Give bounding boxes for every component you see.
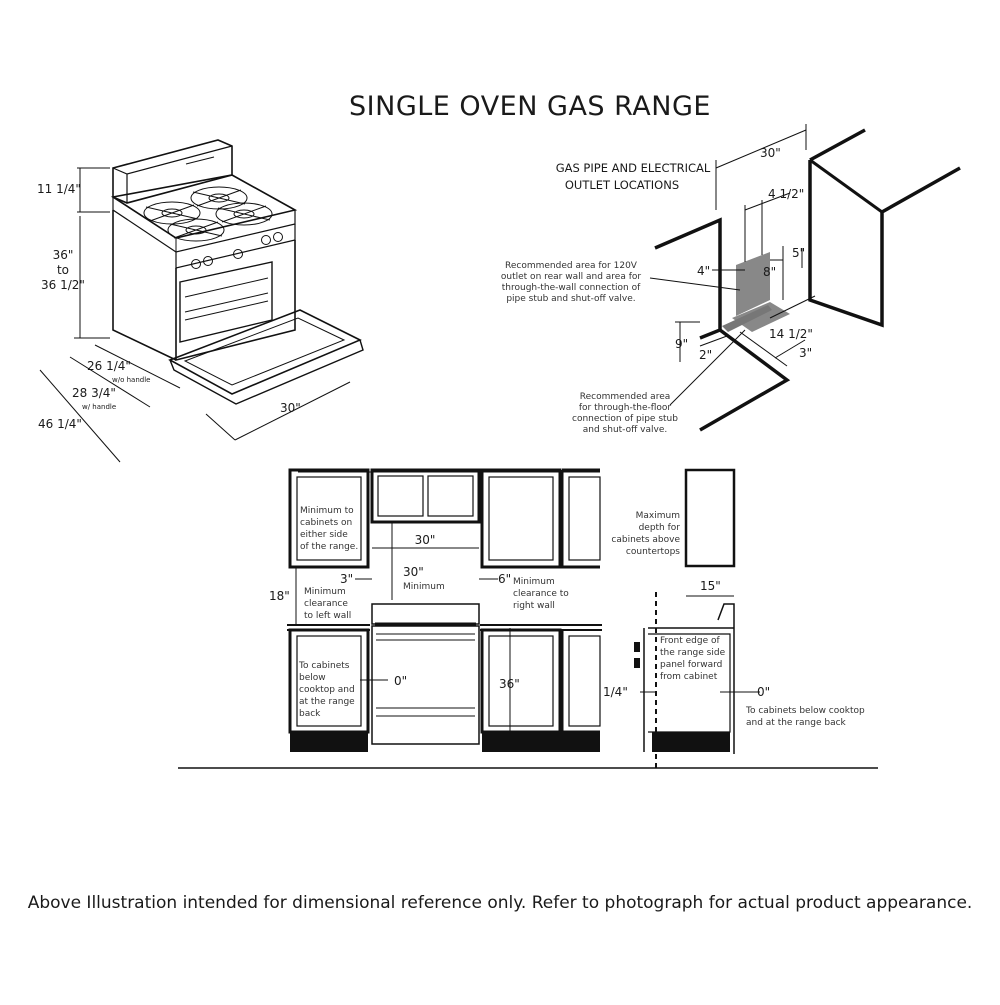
dim-offset: 4 1/2" bbox=[768, 187, 804, 201]
dim-3in: 3" bbox=[799, 346, 812, 360]
dim-depth-no-handle: 26 1/4" bbox=[87, 359, 131, 373]
below-note-line5: back bbox=[299, 709, 321, 719]
right-wall-note-line2: clearance to bbox=[513, 589, 569, 599]
dim-right-gap: 6" bbox=[498, 572, 511, 586]
burner-grates bbox=[143, 186, 273, 242]
dim-depth-with-handle-note: w/ handle bbox=[82, 403, 116, 411]
dim-height-line3: 36 1/2" bbox=[41, 278, 85, 292]
right-wall-note-line3: right wall bbox=[513, 601, 555, 611]
dim-upper-clearance: 18" bbox=[269, 589, 290, 603]
left-wall-note-line2: clearance bbox=[304, 599, 348, 609]
min-width-label: Minimum bbox=[403, 582, 445, 592]
installation-front-view: Minimum to cabinets on either side of th… bbox=[178, 468, 878, 769]
disclaimer-footer: Above Illustration intended for dimensio… bbox=[28, 893, 973, 913]
dim-backguard-height: 11 1/4" bbox=[37, 182, 81, 196]
gas-pipe-heading-line2: OUTLET LOCATIONS bbox=[565, 178, 679, 192]
floor-note-line2: for through-the-floor bbox=[579, 403, 672, 413]
dim-wall-width: 30" bbox=[760, 146, 781, 160]
dim-range-width: 30" bbox=[280, 401, 301, 415]
page-title: SINGLE OVEN GAS RANGE bbox=[349, 91, 711, 122]
below-note-line4: at the range bbox=[299, 697, 355, 707]
dim-height-line1: 36" bbox=[53, 248, 74, 262]
max-depth-note-line3: cabinets above bbox=[611, 535, 680, 545]
dim-zero-gap-side: 0" bbox=[757, 685, 770, 699]
wall-note-line2: outlet on rear wall and area for bbox=[501, 272, 641, 282]
front-edge-note-line1: Front edge of bbox=[660, 636, 720, 646]
floor-note-line1: Recommended area bbox=[580, 392, 671, 402]
front-edge-note-line3: panel forward bbox=[660, 660, 722, 670]
gas-pipe-outlet-diagram: GAS PIPE AND ELECTRICAL OUTLET LOCATIONS… bbox=[501, 124, 961, 435]
left-wall-note-line3: to left wall bbox=[304, 611, 351, 621]
min-cabinets-note-line3: either side bbox=[300, 530, 348, 540]
range-isometric-drawing: 11 1/4" 36" to 36 1/2" 26 1/4" w/o handl… bbox=[37, 139, 364, 463]
floor-note-line3: connection of pipe stub bbox=[572, 414, 678, 424]
dim-forward-offset: 1/4" bbox=[603, 685, 628, 699]
dim-left-gap: 3" bbox=[340, 572, 353, 586]
dim-min-width: 30" bbox=[403, 565, 424, 579]
dim-5in: 5" bbox=[792, 246, 805, 260]
front-edge-note-line2: the range side bbox=[660, 648, 726, 658]
dim-upper-width: 30" bbox=[415, 533, 436, 547]
dim-8in: 8" bbox=[763, 265, 776, 279]
min-cabinets-note-line4: of the range. bbox=[300, 542, 358, 552]
wall-note-line1: Recommended area for 120V bbox=[505, 261, 638, 271]
front-edge-note-line4: from cabinet bbox=[660, 672, 718, 682]
min-cabinets-note-line2: cabinets on bbox=[300, 518, 352, 528]
max-depth-note-line1: Maximum bbox=[636, 511, 680, 521]
dim-14-5in: 14 1/2" bbox=[769, 327, 813, 341]
dim-counter-height: 36" bbox=[499, 677, 520, 691]
floor-note-line4: and shut-off valve. bbox=[583, 425, 667, 435]
right-wall-note-line1: Minimum bbox=[513, 577, 555, 587]
dim-depth-door-open: 46 1/4" bbox=[38, 417, 82, 431]
below-note-line1: To cabinets bbox=[298, 661, 350, 671]
dim-height-line2: to bbox=[57, 263, 69, 277]
gas-pipe-heading-line1: GAS PIPE AND ELECTRICAL bbox=[556, 161, 711, 175]
wall-note-line3: through-the-wall connection of bbox=[502, 283, 641, 293]
max-depth-note-line2: depth for bbox=[639, 523, 681, 533]
dim-depth-no-handle-note: w/o handle bbox=[112, 376, 150, 384]
installation-side-view: Maximum depth for cabinets above counter… bbox=[603, 468, 865, 772]
max-depth-note-line4: countertops bbox=[626, 547, 680, 557]
wall-note-line4: pipe stub and shut-off valve. bbox=[506, 294, 635, 304]
back-note-line2: and at the range back bbox=[746, 718, 847, 728]
dim-max-depth: 15" bbox=[700, 579, 721, 593]
dim-9in: 9" bbox=[675, 337, 688, 351]
dim-zero-gap-front: 0" bbox=[394, 674, 407, 688]
below-note-line3: cooktop and bbox=[299, 685, 355, 695]
dim-4in: 4" bbox=[697, 264, 710, 278]
left-wall-note-line1: Minimum bbox=[304, 587, 346, 597]
back-note-line1: To cabinets below cooktop bbox=[745, 706, 865, 716]
below-note-line2: below bbox=[299, 673, 326, 683]
min-cabinets-note-line1: Minimum to bbox=[300, 506, 354, 516]
dim-depth-with-handle: 28 3/4" bbox=[72, 386, 116, 400]
dim-2in: 2" bbox=[699, 348, 712, 362]
